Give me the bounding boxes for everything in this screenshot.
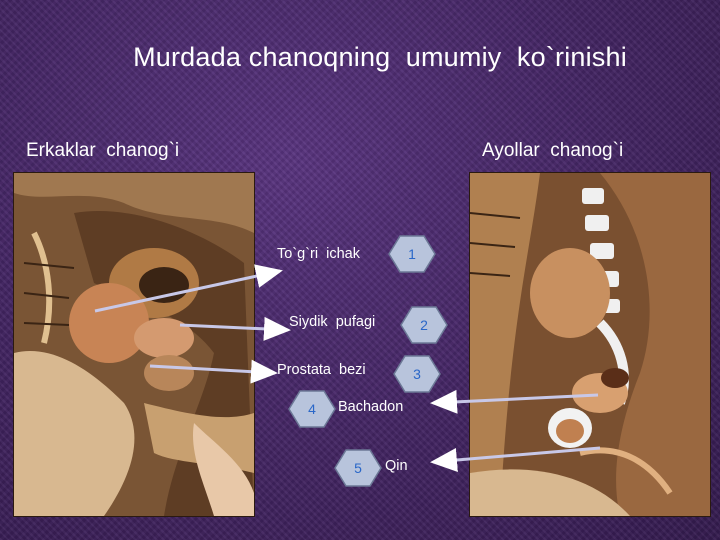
hexagon-badge-icon [400,306,448,344]
female-pelvis-heading: Ayollar chanog`i [482,140,624,161]
slide-title: Murdada chanoqning umumiy ko`rinishi [133,42,627,72]
badge-number: 2 [420,317,428,333]
label-rectum: To`g`ri ichak [277,246,360,262]
badge-number: 3 [413,366,421,382]
label-bladder: Siydik pufagi [289,314,376,330]
badge-2: 2 [400,305,448,345]
male-pelvis-section-image [13,172,255,517]
badge-number: 4 [308,401,316,417]
label-vagina: Qin [385,458,408,474]
label-uterus: Bachadon [338,399,404,415]
badge-number: 5 [354,460,362,476]
badge-number: 1 [408,246,416,262]
hexagon-badge-icon [334,449,382,487]
hexagon-badge-icon [388,235,436,273]
badge-1: 1 [388,234,436,274]
hexagon-badge-icon [393,355,441,393]
male-pelvis-heading: Erkaklar chanog`i [26,140,180,161]
badge-4: 4 [288,389,336,429]
hexagon-badge-icon [288,390,336,428]
female-pelvis-section-image [469,172,711,517]
label-prostate: Prostata bezi [277,362,366,378]
badge-5: 5 [334,448,382,488]
badge-3: 3 [393,354,441,394]
